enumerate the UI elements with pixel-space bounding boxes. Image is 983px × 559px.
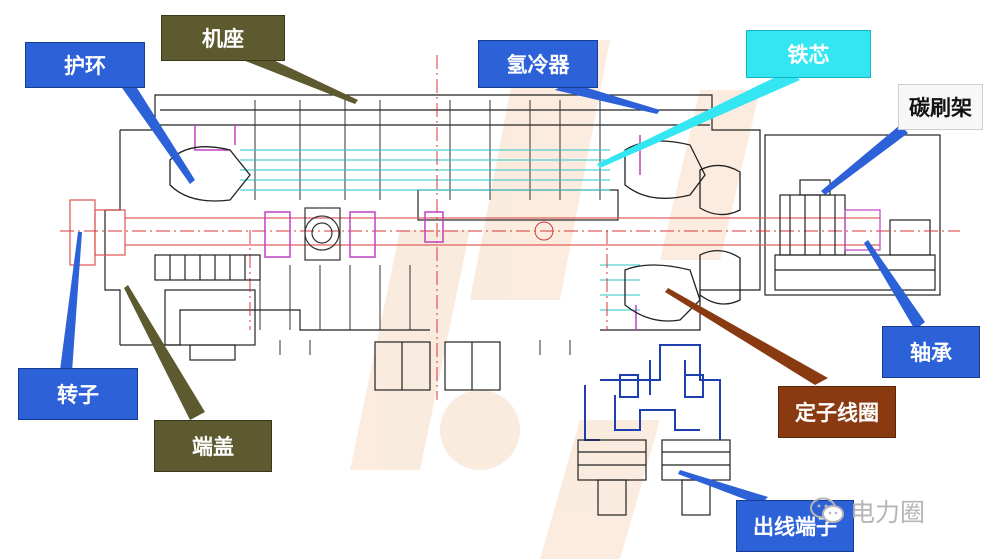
leader-zhoucheng xyxy=(864,240,925,330)
stator-core-lines xyxy=(240,149,640,311)
leader-duangai xyxy=(124,285,205,420)
leader-huhuan xyxy=(120,80,195,184)
label-jizuo: 机座 xyxy=(161,15,285,61)
brush-holder-assembly xyxy=(779,179,881,256)
label-tiexin: 铁芯 xyxy=(746,30,871,78)
leader-tanshuajia xyxy=(821,125,908,195)
center-coupling xyxy=(304,207,341,261)
magenta-brackets xyxy=(194,125,641,330)
label-zhoucheng: 轴承 xyxy=(882,326,980,378)
label-huhuan: 护环 xyxy=(25,42,145,88)
label-tanshuajia: 碳刷架 xyxy=(898,84,983,130)
wechat-icon xyxy=(810,497,844,523)
leader-jizuo xyxy=(230,48,358,104)
leader-dingzixianquan xyxy=(665,288,828,385)
cooler-box xyxy=(154,254,261,281)
watermark-text: 电力圈 xyxy=(850,498,926,527)
label-duangai: 端盖 xyxy=(154,420,272,472)
background-watermark xyxy=(350,40,760,559)
leader-qinglengqi xyxy=(555,82,660,114)
frame-outline xyxy=(104,94,941,391)
leader-tiexin xyxy=(597,70,800,168)
rotor-shaft xyxy=(60,199,960,266)
leader-lines xyxy=(60,48,925,505)
leader-zhuanzi xyxy=(60,232,82,372)
label-qinglengqi: 氢冷器 xyxy=(478,40,598,88)
watermark: 电力圈 xyxy=(810,493,925,529)
label-zhuanzi: 转子 xyxy=(18,368,138,420)
label-dingzixianquan: 定子线圈 xyxy=(778,386,896,438)
leader-chuxianduanzi xyxy=(678,470,768,505)
end-windings xyxy=(169,140,741,322)
label-chuxianduanzi: 出线端子 xyxy=(736,500,854,552)
